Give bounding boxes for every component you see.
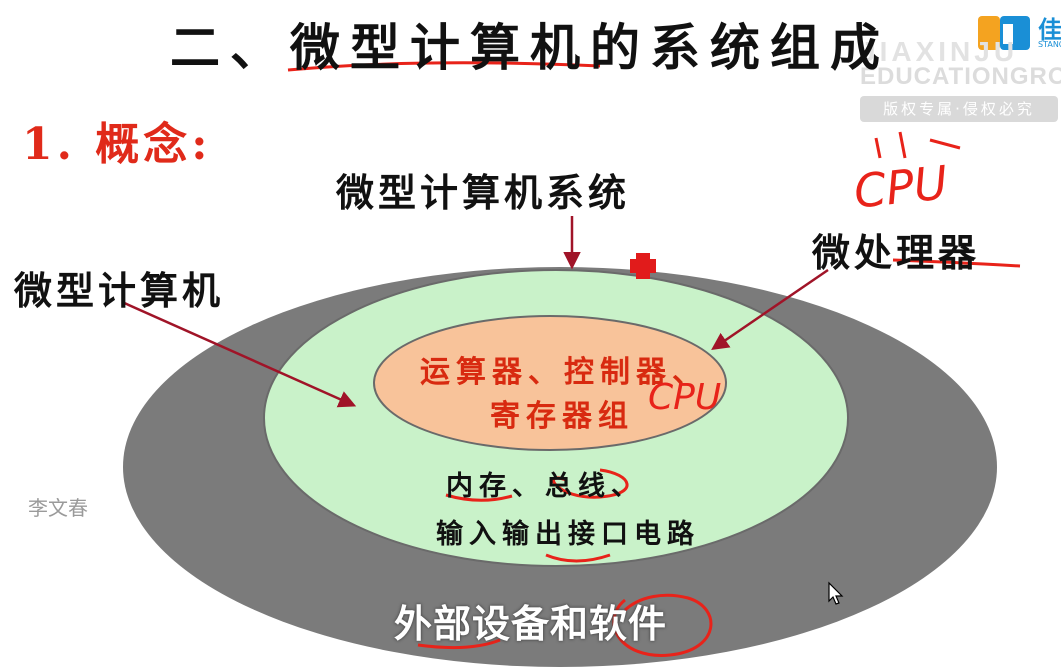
external-underline: [417, 638, 501, 650]
core-text-line2: 寄存器组: [490, 399, 634, 434]
arrow-microprocessor: [711, 268, 829, 350]
logo-text-line1: JIAXINJU: [860, 36, 1019, 67]
logo-brand-text: 佳: [1038, 16, 1061, 44]
author-watermark: 李文春: [28, 496, 88, 520]
interface-underline: [545, 553, 611, 563]
processor-underline: [892, 258, 1021, 268]
red-plus-icon: [630, 253, 656, 279]
middle-text-line2: 输入输出接口电路: [436, 519, 700, 550]
section-heading: 1. 概念:: [22, 119, 212, 170]
title-underline: [287, 61, 601, 72]
software-circle: [612, 593, 713, 657]
logo-text-line2: EDUCATIONGROUP: [860, 63, 1061, 90]
logo-icon: [978, 16, 1030, 50]
middle-text-line1: 内存、总线、: [446, 471, 644, 502]
slide-title: 二、微型计算机的系统组成: [170, 18, 890, 77]
label-microprocessor: 微处理器: [812, 230, 981, 275]
logo-brand-small: STANO: [1038, 40, 1061, 49]
core-text-line1: 运算器、控制器、: [420, 355, 708, 390]
bus-circle: [552, 468, 629, 499]
cpu-strokes: [874, 131, 961, 159]
label-microcomputer-system: 微型计算机系统: [336, 170, 631, 215]
copyright-badge: 版权专属·侵权必究: [860, 96, 1058, 122]
outer-text: 外部设备和软件: [393, 602, 667, 646]
label-microcomputer: 微型计算机: [14, 268, 225, 313]
mouse-cursor-icon: [828, 581, 844, 605]
cpu-core-ellipse: [373, 315, 727, 451]
handwritten-cpu-note: CPU: [851, 155, 951, 219]
arrow-microcomputer: [121, 300, 357, 408]
memory-underline: [445, 493, 513, 502]
inline-cpu-note: CPU: [648, 377, 722, 418]
